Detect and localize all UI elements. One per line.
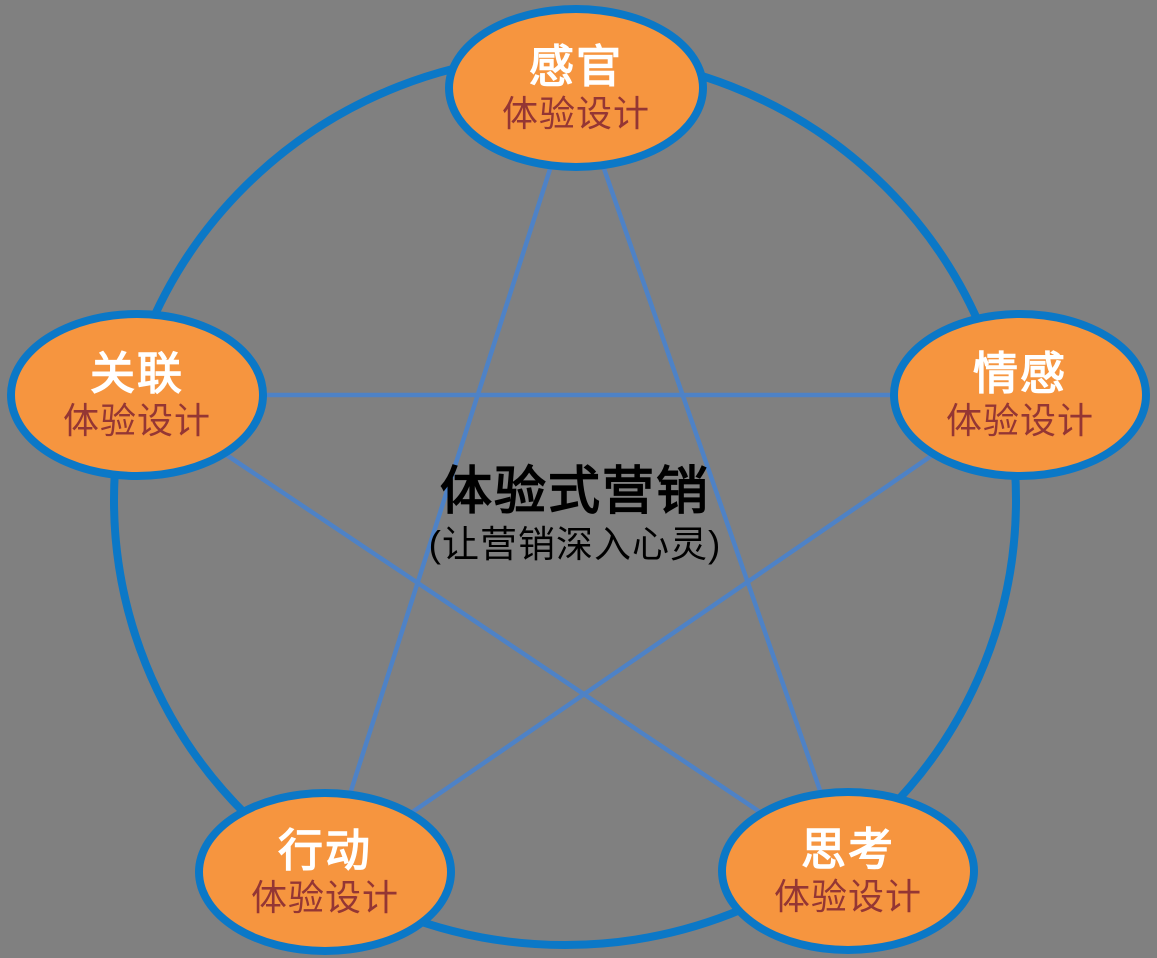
node-act: 行动 体验设计 xyxy=(195,789,455,955)
node-think: 思考 体验设计 xyxy=(718,788,978,954)
node-sense: 感官 体验设计 xyxy=(445,5,707,171)
node-sense-title: 感官 xyxy=(528,41,623,93)
node-feel: 情感 体验设计 xyxy=(890,310,1150,480)
node-feel-subtitle: 体验设计 xyxy=(945,400,1094,442)
center-title: 体验式营销 xyxy=(439,463,710,521)
node-sense-subtitle: 体验设计 xyxy=(501,93,650,135)
center-subtitle: (让营销深入心灵) xyxy=(428,524,722,566)
center-label: 体验式营销 (让营销深入心灵) xyxy=(365,463,785,569)
connector-line-sense-think xyxy=(573,87,851,872)
node-think-title: 思考 xyxy=(800,824,895,876)
node-feel-title: 情感 xyxy=(972,348,1067,400)
connector-line-sense-act xyxy=(322,87,579,873)
connector-line-relate-think xyxy=(135,393,850,873)
node-relate-title: 关联 xyxy=(89,348,184,400)
node-think-subtitle: 体验设计 xyxy=(773,876,922,918)
node-relate: 关联 体验设计 xyxy=(7,310,267,480)
connector-line-feel-act xyxy=(323,393,1022,874)
node-act-title: 行动 xyxy=(277,825,372,877)
node-act-subtitle: 体验设计 xyxy=(250,877,399,919)
node-relate-subtitle: 体验设计 xyxy=(62,400,211,442)
